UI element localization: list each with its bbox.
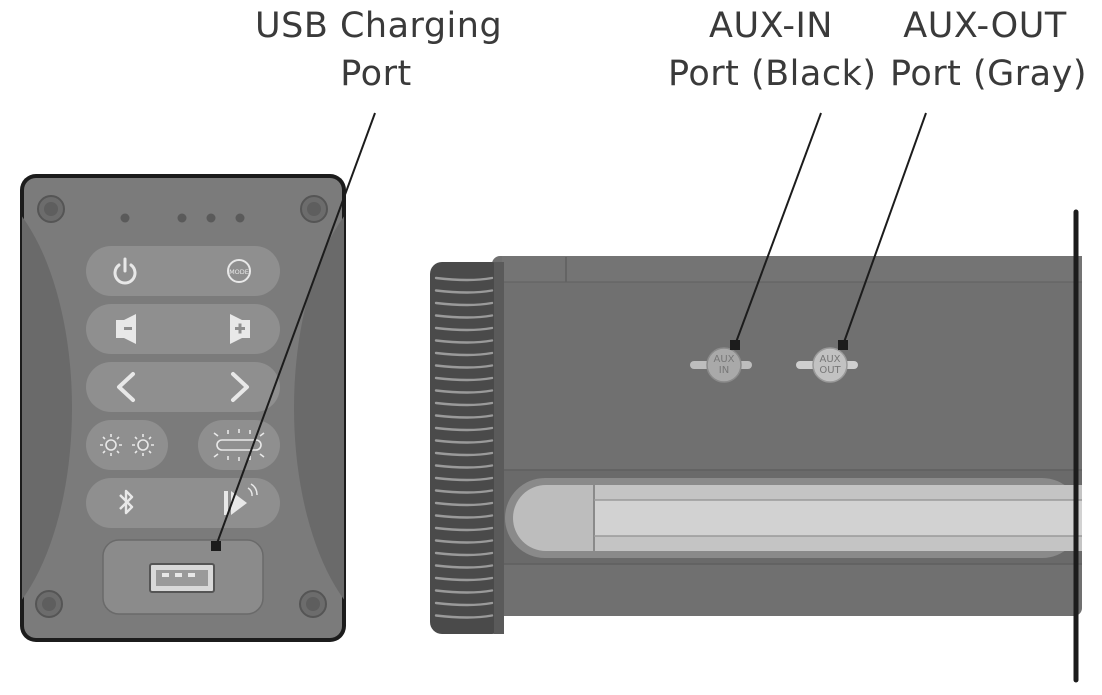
end-cap-rib <box>434 326 494 332</box>
light-bar-icon <box>213 429 265 461</box>
svg-text:OUT: OUT <box>819 365 841 376</box>
svg-text:AUX: AUX <box>819 354 840 365</box>
end-cap-rib <box>434 401 494 407</box>
end-cap-rib <box>434 539 494 544</box>
bluetooth-play-button[interactable] <box>86 478 280 528</box>
svg-text:AUX: AUX <box>713 354 734 365</box>
end-cap-rib <box>434 526 494 532</box>
aux-in-leader-line <box>730 112 822 350</box>
screw-icon <box>299 590 327 618</box>
volume-button[interactable] <box>86 304 280 354</box>
light-bar-button[interactable] <box>198 420 280 470</box>
aux-out-label-line1: AUX-OUT <box>903 6 1067 46</box>
end-cap-rib <box>434 439 494 444</box>
aux-out-port: AUX OUT <box>796 347 858 383</box>
aux-in-port: AUX IN <box>690 347 752 383</box>
end-cap-rib <box>434 564 494 569</box>
usb-leader-line <box>211 112 376 551</box>
volume-up-icon <box>230 314 250 344</box>
indicator-leds <box>120 213 245 223</box>
end-cap-rib <box>434 364 494 369</box>
aux-in-label-line1: AUX-IN <box>709 6 833 46</box>
end-cap-rib <box>434 276 494 282</box>
end-cap-rib <box>434 426 494 432</box>
end-cap-rib <box>434 314 494 319</box>
light-bar <box>505 478 1082 558</box>
mode-icon: MODE <box>227 259 251 283</box>
control-panel: MODE <box>20 174 346 642</box>
end-cap-rib <box>434 601 494 607</box>
end-cap <box>430 262 504 634</box>
end-cap-rib <box>434 301 494 307</box>
chevron-right-icon <box>231 372 249 402</box>
usb-label-line2: Port <box>340 54 412 94</box>
end-cap-rib <box>434 514 494 519</box>
end-cap-rib <box>434 576 494 582</box>
aux-in-label-line2: Port (Black) <box>668 54 877 94</box>
end-cap-rib <box>434 339 494 344</box>
chevron-left-icon <box>117 372 135 402</box>
end-cap-rib <box>434 489 494 494</box>
speaker-body: AUX IN AUX OUT <box>430 209 1082 683</box>
end-cap-rib <box>434 551 494 557</box>
end-cap-rib <box>434 289 494 294</box>
end-cap-rib <box>434 464 494 469</box>
usb-port-icon <box>149 563 215 593</box>
svg-text:IN: IN <box>719 365 729 376</box>
power-icon <box>113 257 137 285</box>
end-cap-rib <box>434 451 494 457</box>
aux-in-port-label: AUX-IN Port (Black) <box>668 2 877 98</box>
bluetooth-icon <box>119 489 134 515</box>
light-mode-icon <box>100 434 154 456</box>
aux-out-label-line2: Port (Gray) <box>890 54 1087 94</box>
aux-out-leader-line <box>838 112 927 350</box>
light-mode-button[interactable] <box>86 420 168 470</box>
end-cap-rib <box>434 414 494 419</box>
end-cap-rib <box>434 589 494 594</box>
end-cap-rib <box>434 476 494 482</box>
end-cap-rib <box>434 501 494 507</box>
usb-label-line1: USB Charging <box>255 6 503 46</box>
track-navigation-button[interactable] <box>86 362 280 412</box>
screw-icon <box>300 195 328 223</box>
end-cap-rib <box>434 389 494 394</box>
screw-icon <box>35 590 63 618</box>
svg-text:MODE: MODE <box>229 268 249 276</box>
screw-icon <box>37 195 65 223</box>
volume-down-icon <box>116 314 136 344</box>
end-cap-rib <box>434 351 494 357</box>
power-mode-button[interactable] <box>86 246 280 296</box>
usb-charging-port-label: USB Charging Port <box>255 2 503 98</box>
end-cap-rib <box>434 614 494 619</box>
aux-out-port-label: AUX-OUT Port (Gray) <box>890 2 1087 98</box>
end-cap-rib <box>434 376 494 382</box>
